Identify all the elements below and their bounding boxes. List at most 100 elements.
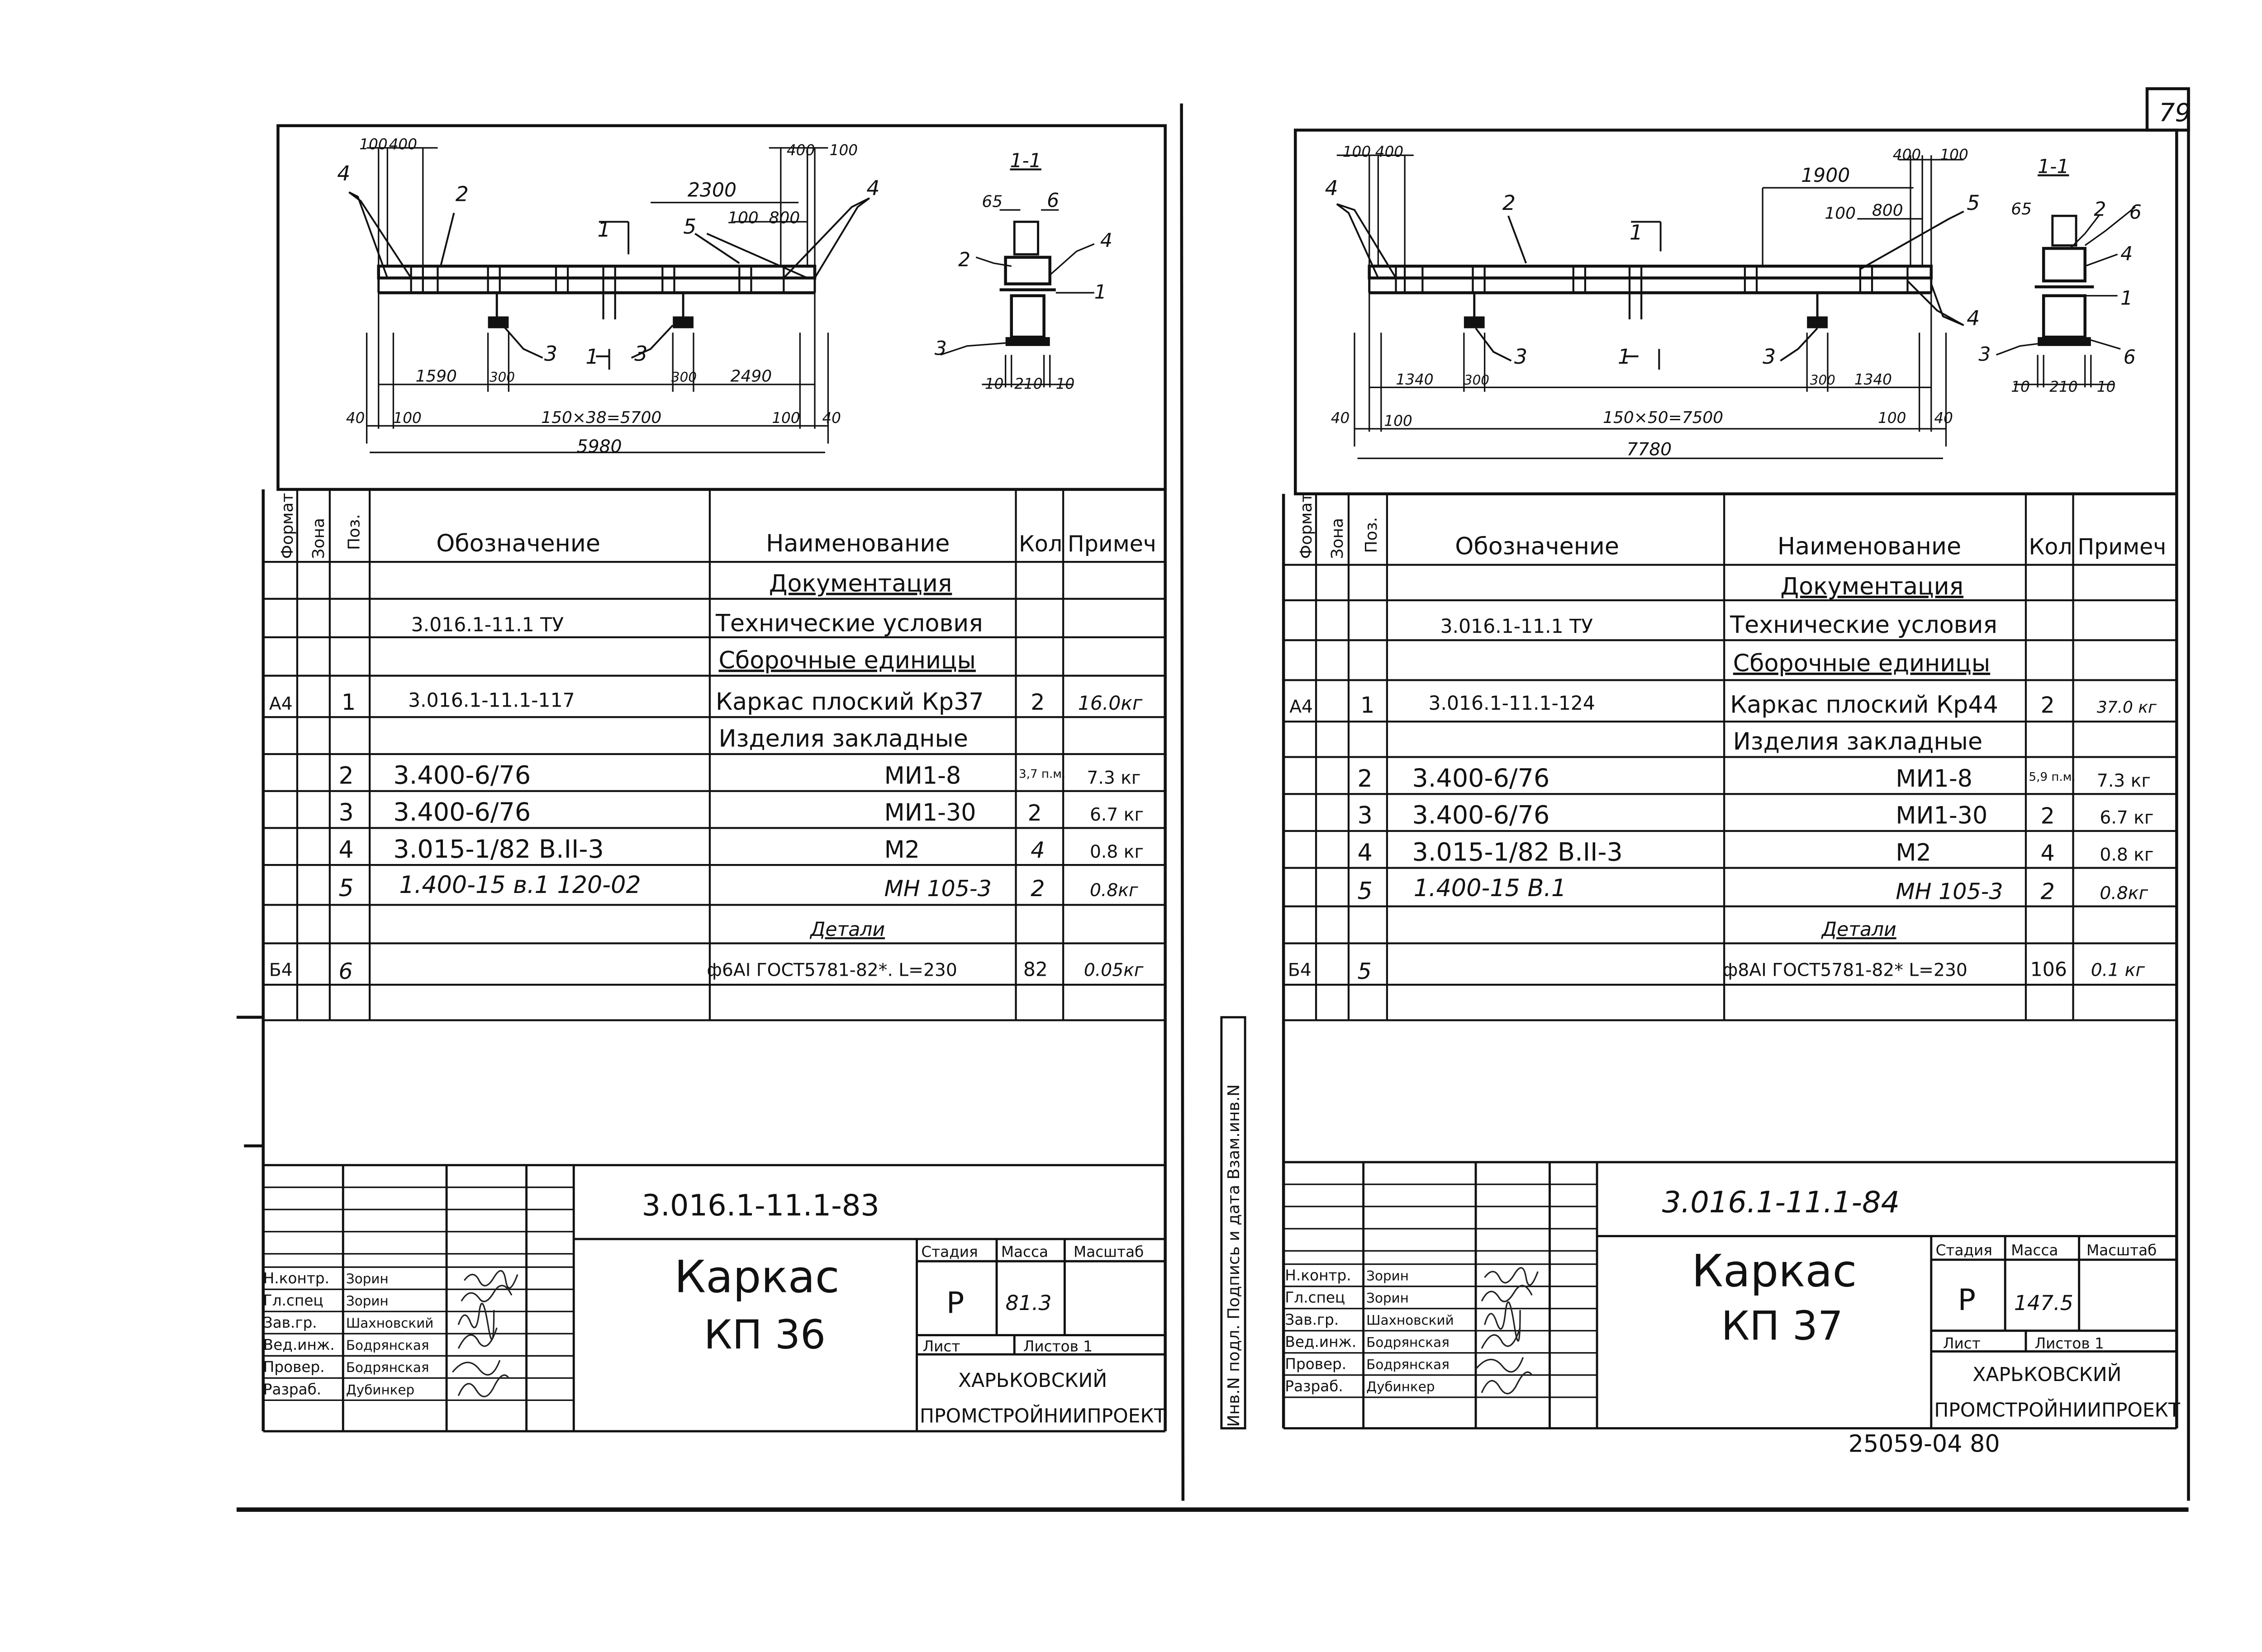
org-1: ХАРЬКОВСКИЙ: [1972, 1363, 2121, 1386]
dim-top-left-1: 100: [1343, 143, 1371, 160]
row-pos: 4: [339, 836, 354, 864]
section-dim: 10: [1056, 375, 1075, 393]
side-stamp: Инв.N подл. Подпись и дата Взам.инв.N: [1225, 1084, 1243, 1427]
header-zone: Зона: [1328, 518, 1347, 559]
row-pos: 2: [1358, 765, 1373, 793]
row-qty: 4: [1031, 837, 1045, 863]
row-code: 1.400-15 В.1: [1414, 874, 1566, 902]
row-pos: 2: [339, 762, 354, 789]
row-name: Технические условия: [715, 610, 983, 637]
signatures: [1475, 1267, 1539, 1395]
pos-label: 4: [1967, 306, 1980, 330]
row-name: МН 105-3: [1896, 878, 2003, 904]
header-format: Формат: [278, 493, 297, 559]
row-name: МИ1-8: [884, 762, 961, 789]
pos-label: 3: [1763, 345, 1776, 369]
section-1-1-left: 1-1 65 6 2 4 1 3 10 210 1: [935, 150, 1112, 392]
section-dim: 4: [2120, 243, 2133, 265]
pos-label: 4: [866, 176, 879, 200]
dim-40: 40: [822, 409, 841, 427]
section-dim: 10: [985, 375, 1004, 393]
row-format: А4: [1289, 697, 1313, 717]
pos-label: 3: [634, 342, 647, 366]
signatures: [451, 1270, 518, 1397]
person-name: Бодрянская: [346, 1360, 429, 1375]
row-code: 3.016.1-11.1 ТУ: [1440, 616, 1593, 638]
dim-100: 100: [1825, 204, 1856, 223]
dim-top-right-1: 400: [1893, 146, 1921, 163]
row-qty: 106: [2030, 959, 2067, 981]
sheet-label: Лист: [923, 1338, 960, 1355]
pos-label: 4: [337, 161, 350, 185]
section-dim: 210: [2049, 378, 2077, 395]
row-code: 3.015-1/82 В.II-3: [393, 835, 604, 864]
header-qty: Кол: [1019, 531, 1062, 557]
title-name-1: Каркас: [674, 1252, 839, 1303]
row-note: 6.7 кг: [2100, 808, 2153, 828]
header-name: Наименование: [1777, 533, 1961, 560]
section-details: Детали: [1821, 919, 1896, 941]
row-name: МН 105-3: [884, 875, 992, 902]
row-qty: 4: [2041, 840, 2055, 866]
dim-2490: 2490: [731, 367, 772, 385]
dim-40: 40: [346, 409, 365, 427]
dim-top-left-2: 400: [1375, 143, 1403, 160]
frame-elevation-right: 100 400 400 100 1900 100 800 4 2 1 5 4 3…: [1325, 143, 1980, 460]
section-dim: 6: [1047, 190, 1059, 212]
row-qty: 2: [2041, 803, 2055, 829]
role-label: Зав.гр.: [263, 1314, 317, 1331]
row-qty: 2: [1028, 800, 1042, 826]
scale-header: Масштаб: [2086, 1242, 2157, 1259]
section-dim: 2: [958, 249, 970, 271]
section-dim: 3: [1978, 344, 1991, 366]
dim-total: 7780: [1626, 440, 1672, 460]
person-name: Зорин: [1366, 1268, 1409, 1284]
row-pos: 1: [1360, 692, 1374, 718]
row-pos: 5: [339, 874, 354, 902]
person-name: Зорин: [1366, 1291, 1409, 1306]
row-pos: 1: [342, 689, 356, 715]
row-code: 3.400-6/76: [1412, 764, 1550, 793]
row-note: 0.8кг: [1090, 880, 1138, 901]
dim-100: 100: [393, 409, 421, 427]
header-note: Примеч: [2077, 534, 2166, 560]
dim-300: 300: [1464, 372, 1489, 388]
row-name: МИ1-30: [1896, 802, 1987, 830]
section-dim: 1: [2120, 287, 2133, 309]
header-zone: Зона: [309, 518, 328, 559]
role-label: Н.контр.: [263, 1270, 329, 1287]
stage-header: Стадия: [921, 1243, 978, 1260]
sheets-label: Листов 1: [2035, 1335, 2104, 1352]
row-note: 0.8 кг: [2100, 845, 2153, 865]
row-qty: 2: [2041, 878, 2055, 904]
pos-label: 3: [544, 342, 557, 366]
row-code: 3.015-1/82 В.II-3: [1412, 837, 1623, 867]
row-note: 0.05кг: [1084, 960, 1144, 980]
row-code: 3.400-6/76: [1412, 801, 1550, 830]
mass-value: 81.3: [1006, 1291, 1052, 1315]
section-documentation: Документация: [1780, 573, 1963, 600]
stage-value: Р: [1958, 1283, 1976, 1317]
dim-300: 300: [1810, 372, 1835, 388]
org-2: ПРОМСТРОЙНИИПРОЕКТ: [920, 1404, 1166, 1427]
row-name: Каркас плоский Кр37: [716, 688, 984, 716]
page-number: 79: [2159, 98, 2191, 128]
header-pos: Поз.: [1362, 517, 1381, 553]
row-name: М2: [1896, 839, 1931, 866]
row-qty: 3,7 п.м.: [1019, 767, 1065, 781]
role-label: Разраб.: [263, 1381, 321, 1398]
role-label: Н.контр.: [1285, 1267, 1351, 1284]
role-label: Гл.спец: [263, 1292, 323, 1309]
title-block-left: 3.016.1-11.1-83 Каркас КП 36 Стадия Масс…: [263, 1164, 1166, 1433]
spec-table-right: Формат Зона Поз. Обозначение Наименовани…: [1283, 493, 2177, 1021]
person-name: Шахновский: [346, 1315, 434, 1331]
row-qty: 5,9 п.м.: [2029, 770, 2076, 784]
row-note: 7.3 кг: [2097, 771, 2151, 791]
row-pos: 3: [339, 799, 354, 826]
pos-label: 5: [1967, 191, 1980, 215]
pos-label: 2: [456, 182, 469, 206]
pos-label: 3: [1514, 345, 1527, 369]
section-dim: 4: [1100, 230, 1112, 252]
section-dim: 6: [2129, 202, 2142, 224]
